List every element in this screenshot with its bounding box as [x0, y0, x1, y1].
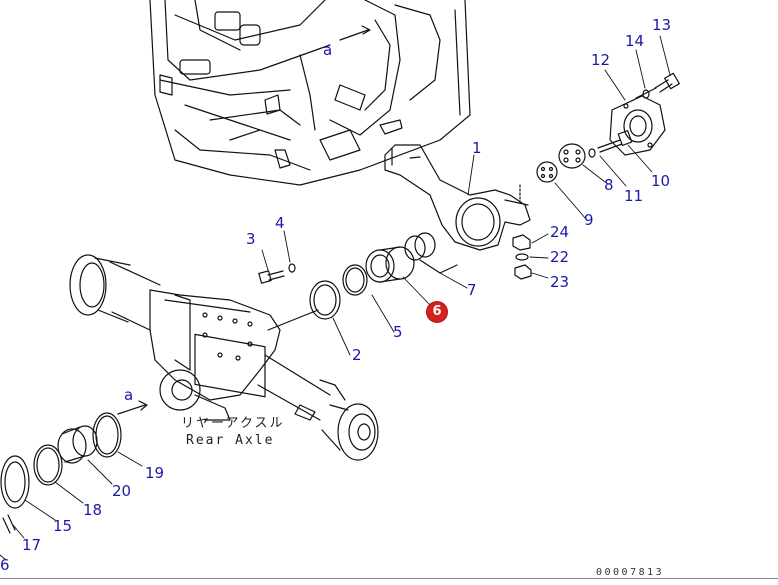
bolt-10: [597, 130, 633, 153]
callout-7[interactable]: 7: [467, 281, 477, 299]
nut-24: [512, 234, 531, 251]
washer-11: [588, 148, 596, 158]
caption-english: Rear Axle: [186, 433, 275, 448]
leader-lines: [0, 35, 671, 561]
callout-22[interactable]: 22: [550, 248, 570, 266]
view-marker-lower: a: [124, 386, 134, 404]
callout-15[interactable]: 15: [53, 517, 73, 535]
bottom-divider: [0, 578, 778, 579]
retainer-15: [0, 455, 30, 509]
callout-10[interactable]: 10: [651, 172, 671, 190]
shim-7: [404, 232, 458, 274]
callout-24[interactable]: 24: [550, 223, 570, 241]
axle-support-1: [384, 144, 531, 251]
ring-5: [342, 264, 368, 296]
callout-4[interactable]: 4: [275, 214, 285, 232]
bolt-17: [2, 514, 16, 534]
callout-12[interactable]: 12: [591, 51, 611, 69]
bushing-20: [57, 425, 98, 464]
view-marker-upper: a: [323, 41, 333, 59]
rear-frame: [149, 0, 471, 186]
bolt-3: [258, 270, 285, 284]
callout-16-partial[interactable]: 6: [0, 556, 10, 574]
cover-12: [609, 95, 666, 156]
callout-14[interactable]: 14: [625, 32, 645, 50]
callout-6-highlighted[interactable]: 6: [427, 302, 447, 322]
callout-3[interactable]: 3: [246, 230, 256, 248]
callout-23[interactable]: 23: [550, 273, 570, 291]
callout-8[interactable]: 8: [604, 176, 614, 194]
washer-4: [288, 263, 296, 273]
caption-japanese: リヤーアクスル: [181, 416, 285, 431]
callout-2[interactable]: 2: [352, 346, 362, 364]
washer-14: [642, 89, 650, 99]
callout-19[interactable]: 19: [145, 464, 165, 482]
washer-22: [515, 253, 529, 261]
bolt-23: [514, 264, 532, 280]
callout-11[interactable]: 11: [624, 187, 644, 205]
bolt-13: [635, 72, 680, 99]
seal-2: [309, 280, 341, 320]
ring-19: [92, 412, 122, 458]
plate-8: [558, 143, 586, 169]
callout-9[interactable]: 9: [584, 211, 594, 229]
rear-axle-assembly: [69, 254, 379, 461]
callout-5[interactable]: 5: [393, 323, 403, 341]
shim-9: [536, 161, 558, 183]
callout-18[interactable]: 18: [83, 501, 103, 519]
seal-18: [33, 444, 63, 486]
drawing-number: 00007813: [596, 567, 665, 578]
callout-17[interactable]: 17: [22, 536, 42, 554]
callout-20[interactable]: 20: [112, 482, 132, 500]
callout-13[interactable]: 13: [652, 16, 672, 34]
callout-1[interactable]: 1: [472, 139, 482, 157]
bushing-6: [365, 246, 415, 283]
